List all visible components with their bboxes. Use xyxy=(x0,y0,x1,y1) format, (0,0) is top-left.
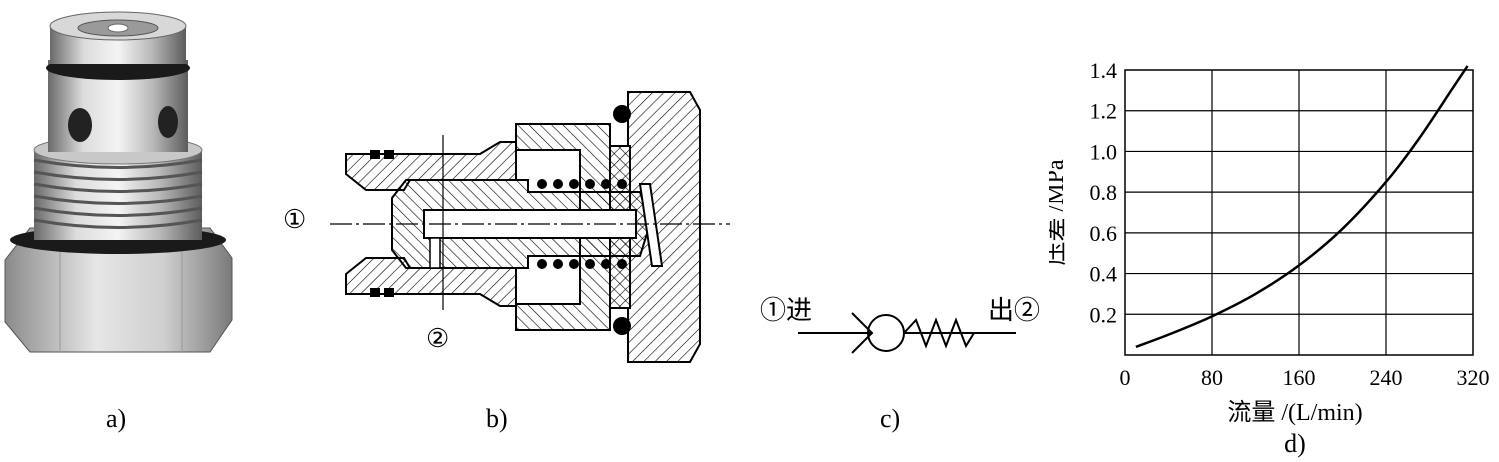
x-tick-labels: 0 80 160 240 320 xyxy=(1120,365,1490,390)
y-tick-label: 1.4 xyxy=(1090,58,1118,83)
x-tick-label: 160 xyxy=(1283,365,1316,390)
y-tick-label: 1.2 xyxy=(1090,99,1118,124)
check-valve-symbol xyxy=(780,280,1040,370)
panel-a-label: a) xyxy=(106,404,127,433)
y-tick-labels: 0.2 0.4 0.6 0.8 1.0 1.2 1.4 xyxy=(1090,58,1118,327)
port-1-label: ① xyxy=(283,205,307,234)
series-line xyxy=(1135,65,1469,349)
outlet-label: 出② xyxy=(988,296,1041,325)
symbol-drawing xyxy=(798,312,1016,354)
port-2-label: ② xyxy=(426,324,450,353)
panel-d-label: d) xyxy=(1284,429,1306,458)
valve-photo xyxy=(0,0,240,380)
x-tick-label: 0 xyxy=(1120,365,1131,390)
y-tick-label: 0.4 xyxy=(1090,262,1118,287)
y-tick-label: 0.6 xyxy=(1090,221,1118,246)
panel-c-label: c) xyxy=(880,404,901,433)
panel-b-label: b) xyxy=(486,404,508,433)
inlet-label: ①进 xyxy=(760,296,813,325)
cross-section-drawing xyxy=(330,91,730,363)
x-tick-label: 80 xyxy=(1201,365,1223,390)
y-tick-label: 0.2 xyxy=(1090,302,1118,327)
x-tick-label: 320 xyxy=(1457,365,1490,390)
x-tick-label: 240 xyxy=(1370,365,1403,390)
x-axis-label: 流量 /(L/min) xyxy=(1227,399,1362,426)
y-tick-label: 0.8 xyxy=(1090,180,1118,205)
pressure-flow-chart: 0.2 0.4 0.6 0.8 1.0 1.2 1.4 0 80 160 240 320 流量 /(… xyxy=(1049,58,1490,458)
chart-grid xyxy=(1124,69,1474,356)
y-axis-label: 压差 /MPa xyxy=(1049,159,1069,265)
valve-cross-section xyxy=(280,80,740,380)
y-tick-label: 1.0 xyxy=(1090,139,1118,164)
valve-photo-illustration xyxy=(4,11,233,353)
